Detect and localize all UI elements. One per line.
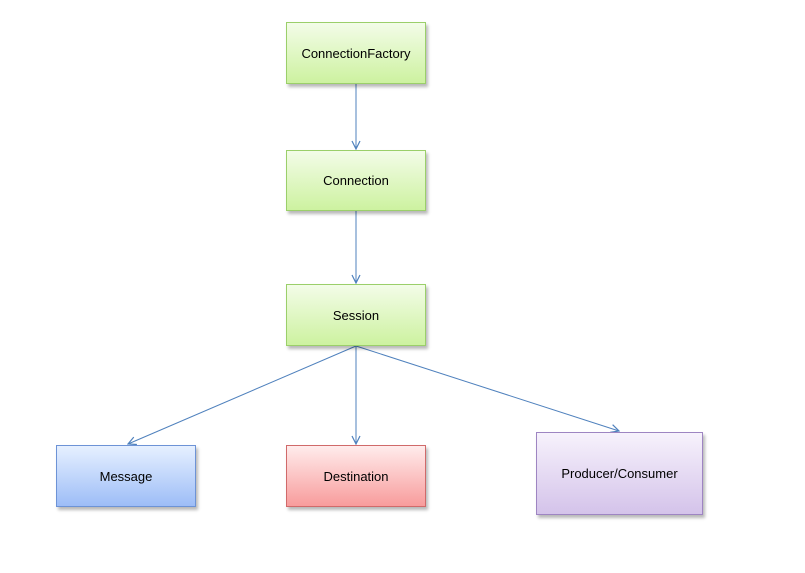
node-connection: Connection (286, 150, 426, 211)
node-session: Session (286, 284, 426, 346)
node-connection-factory-label: ConnectionFactory (301, 45, 411, 61)
node-session-label: Session (332, 307, 380, 323)
node-destination: Destination (286, 445, 426, 507)
node-destination-label: Destination (323, 468, 389, 484)
node-connection-factory: ConnectionFactory (286, 22, 426, 84)
node-message-label: Message (99, 468, 153, 484)
node-producer-consumer: Producer/Consumer (536, 432, 703, 515)
node-producer-consumer-label: Producer/Consumer (561, 466, 678, 481)
node-message: Message (56, 445, 196, 507)
node-connection-label: Connection (323, 173, 389, 188)
edge-session-to-producer-consumer (355, 345, 619, 431)
edge-session-to-message (128, 345, 357, 444)
